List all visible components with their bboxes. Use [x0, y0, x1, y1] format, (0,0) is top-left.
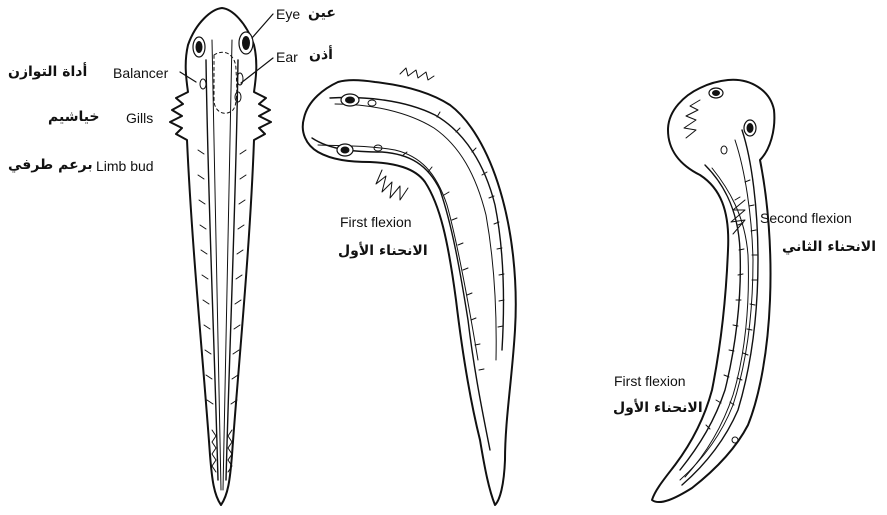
ear-label-ar: أذن	[309, 46, 333, 64]
first-flexion-label-ar: الانحناء الأول	[338, 242, 428, 260]
gills-label-en: Gills	[126, 110, 153, 126]
eye-label-en: Eye	[276, 6, 300, 22]
ear-label-en: Ear	[276, 49, 298, 65]
balancer-label-en: Balancer	[113, 65, 168, 81]
balancer-label-ar: أداة التوازن	[8, 63, 87, 81]
second-flexion-label-ar: الانحناء الثاني	[782, 238, 876, 256]
gills-label-ar: خياشيم	[48, 108, 100, 126]
limb-bud-label-en: Limb bud	[96, 158, 154, 174]
second-flexion-label-en: Second flexion	[760, 210, 852, 226]
first-flexion-label-en: First flexion	[340, 214, 412, 230]
first-flexion-label-ar-2: الانحناء الأول	[613, 399, 703, 417]
limb-bud-label-ar: برعم طرفي	[8, 156, 93, 174]
eye-label-ar: عين	[308, 4, 336, 22]
first-flexion-label-en-2: First flexion	[614, 373, 686, 389]
